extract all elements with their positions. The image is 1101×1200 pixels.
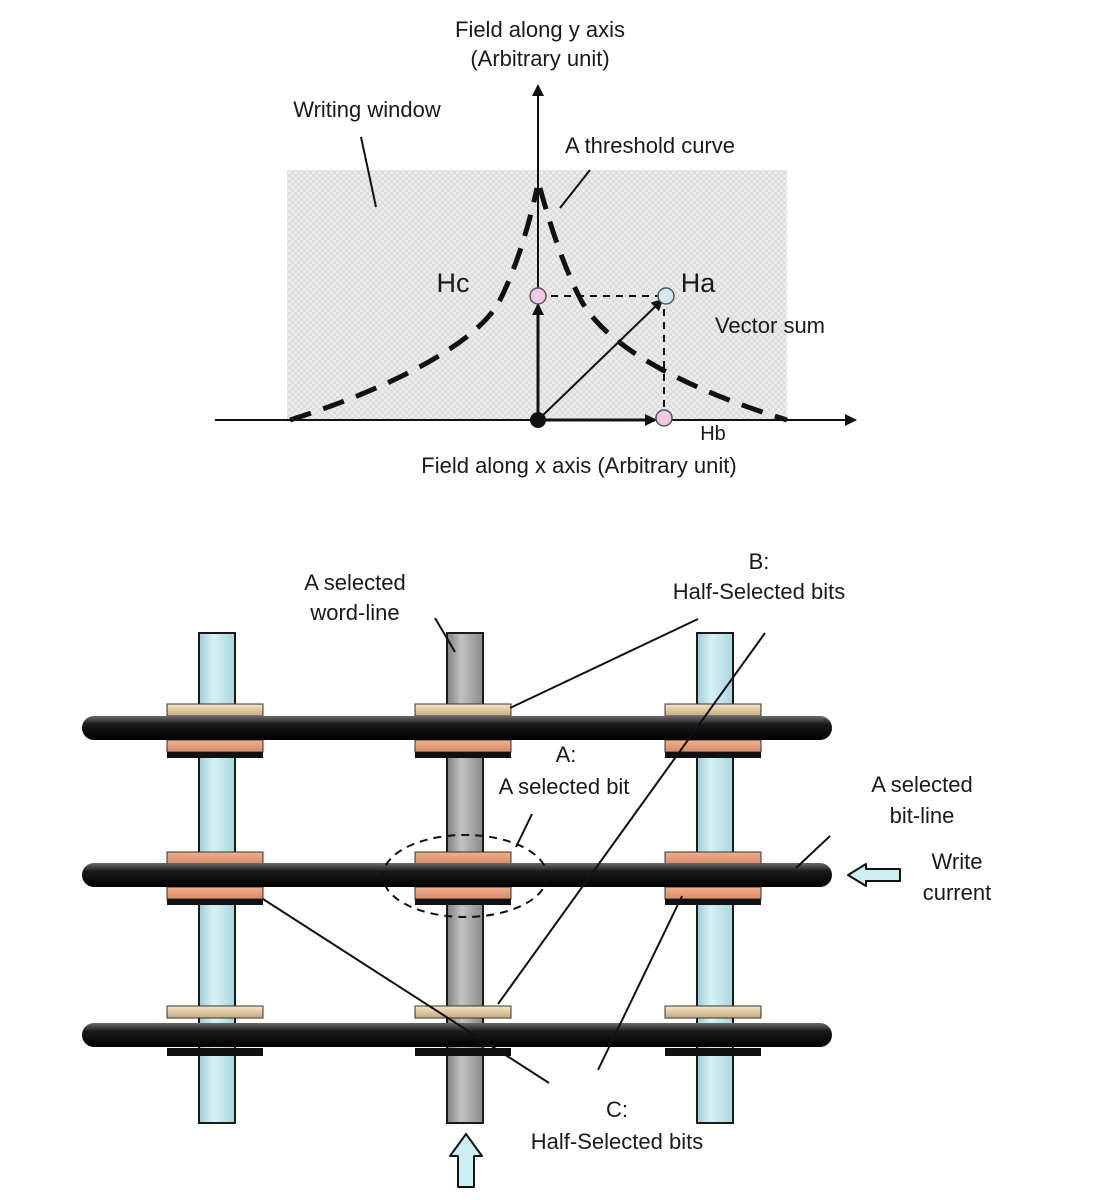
- hc-marker: [529, 287, 547, 305]
- b-label-2: Half-Selected bits: [673, 579, 845, 604]
- selected-bit-line-label-1: A selected: [871, 772, 973, 797]
- threshold-diagram: Field along y axis (Arbitrary unit) Writ…: [215, 17, 857, 478]
- vector-sum-arrow: [537, 298, 664, 421]
- b-label-1: B:: [749, 549, 770, 574]
- a-label-2: A selected bit: [499, 774, 630, 799]
- pads-row-3: [166, 1005, 762, 1056]
- write-current-arrow: [847, 863, 901, 887]
- a-pointer: [515, 813, 533, 848]
- c-pointer-2: [597, 895, 683, 1071]
- a-label-1: A:: [556, 742, 577, 767]
- ha-marker: [657, 287, 675, 305]
- bit-line-bottom: [82, 1023, 832, 1047]
- writing-window-pointer: [360, 136, 377, 208]
- bit-line-pointer: [795, 835, 831, 869]
- threshold-curve-pointer: [559, 169, 591, 209]
- bit-line-top: [82, 716, 832, 740]
- hc-label: Hc: [437, 268, 470, 298]
- vector-sum-label: Vector sum: [715, 313, 825, 338]
- write-current-label-1: Write: [932, 849, 983, 874]
- hb-label: Hb: [700, 423, 726, 445]
- b-pointer-2: [497, 632, 766, 1005]
- c-label-1: C:: [606, 1097, 628, 1122]
- selected-bit-ellipse: [382, 834, 548, 918]
- c-pointer-1: [262, 898, 550, 1084]
- pads-row-1: [166, 703, 762, 758]
- threshold-curve-right: [537, 187, 788, 423]
- bit-line-selected: [82, 863, 832, 887]
- b-pointer-1: [509, 618, 699, 709]
- y-axis-label-line1: Field along y axis: [455, 17, 625, 42]
- y-axis-label-line2: (Arbitrary unit): [470, 46, 609, 71]
- selected-word-line-label-2: word-line: [309, 600, 399, 625]
- selected-bit-line-label-2: bit-line: [890, 803, 955, 828]
- threshold-curve-label: A threshold curve: [565, 133, 735, 158]
- word-line-current-arrow: [449, 1133, 483, 1188]
- mram-array-diagram: A selected word-line B: Half-Selected bi…: [82, 549, 991, 1188]
- writing-window-label: Writing window: [293, 97, 441, 122]
- x-axis-label: Field along x axis (Arbitrary unit): [421, 453, 736, 478]
- threshold-curve-left: [289, 187, 540, 423]
- selected-word-line-label-1: A selected: [304, 570, 406, 595]
- pads-row-2: [166, 851, 762, 905]
- ha-label: Ha: [681, 268, 716, 298]
- c-label-2: Half-Selected bits: [531, 1129, 703, 1154]
- hb-marker: [655, 409, 673, 427]
- word-line-pointer: [434, 617, 456, 653]
- origin-dot: [530, 412, 546, 428]
- write-current-label-2: current: [923, 880, 991, 905]
